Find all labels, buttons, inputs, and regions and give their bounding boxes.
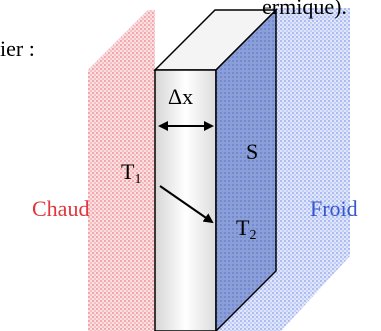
left-text-fragment: ier : bbox=[0, 36, 35, 61]
t1-label-sub: 1 bbox=[134, 172, 142, 187]
surface-label: S bbox=[246, 139, 259, 164]
cold-side-label: Froid bbox=[310, 196, 358, 221]
t1-label-main: T bbox=[121, 159, 135, 184]
heat-flow-arrow bbox=[159, 185, 214, 224]
t1-label: T1 bbox=[121, 161, 141, 187]
hot-zone bbox=[88, 10, 155, 331]
t2-label: T2 bbox=[236, 217, 256, 243]
wall-cold-face bbox=[215, 8, 277, 331]
wall-front-face bbox=[154, 69, 217, 331]
delta-x-label: Δx bbox=[168, 84, 194, 109]
hot-side-label: Chaud bbox=[32, 196, 90, 221]
header-text-fragment: ermique). bbox=[262, 0, 347, 19]
t2-label-sub: 2 bbox=[249, 228, 257, 243]
t2-label-main: T bbox=[236, 215, 250, 240]
